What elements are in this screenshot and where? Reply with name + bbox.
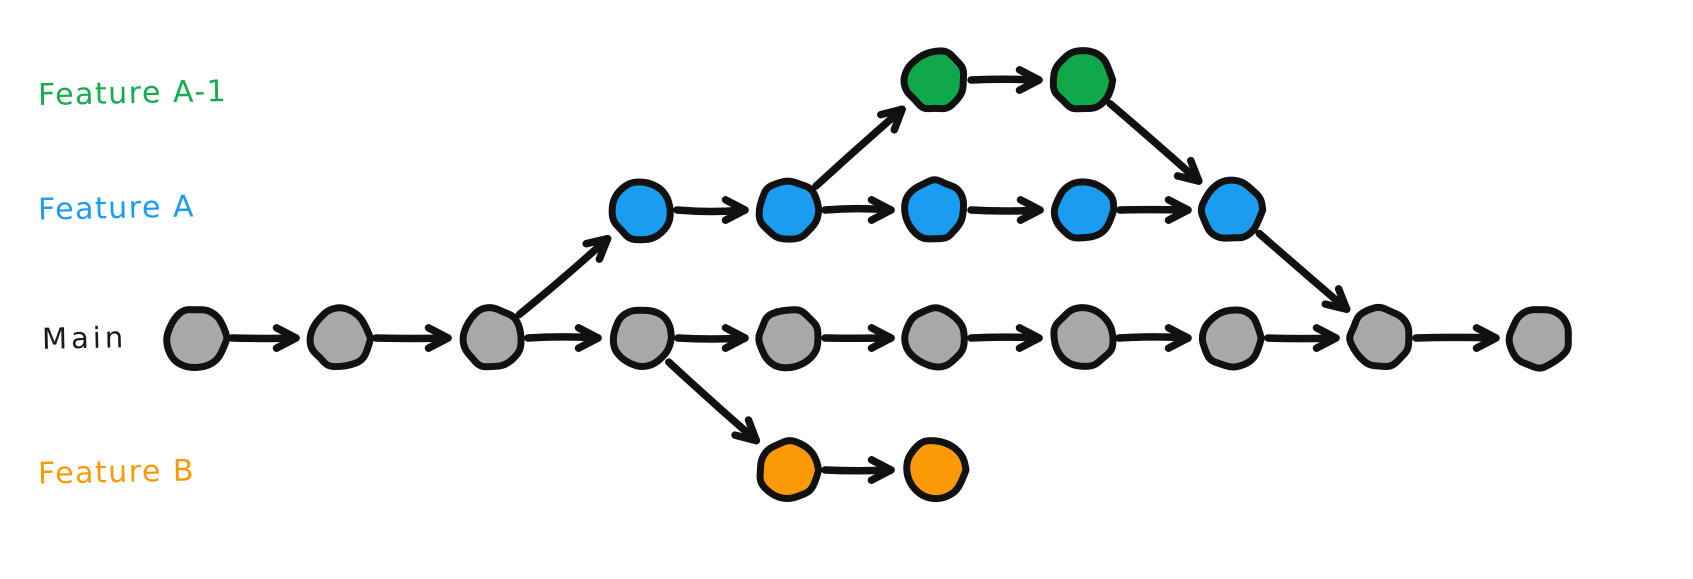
commit-node-m9[interactable] xyxy=(1346,303,1413,370)
commit-node-a2[interactable] xyxy=(755,177,823,243)
edge-m9-to-m10 xyxy=(1412,324,1500,352)
commit-node-b1[interactable] xyxy=(756,437,823,503)
edge-m5-to-m6 xyxy=(821,324,895,352)
commit-node-m8[interactable] xyxy=(1198,306,1265,371)
edge-m3-to-m4 xyxy=(524,324,602,352)
lane-label-feature-a: Feature A xyxy=(37,189,196,228)
edge-m3-to-a1 xyxy=(515,234,612,319)
edge-b1-to-b2 xyxy=(821,456,895,484)
edge-m2-to-m3 xyxy=(372,324,452,352)
commit-node-m4[interactable] xyxy=(609,306,675,370)
commit-node-a3[interactable] xyxy=(901,176,967,243)
commit-node-m2[interactable] xyxy=(306,304,375,371)
edge-a2-to-a3 xyxy=(821,196,895,224)
edges-layer xyxy=(228,66,1500,484)
commit-node-a5[interactable] xyxy=(1197,176,1267,242)
edge-m1-to-m2 xyxy=(228,324,300,352)
commit-node-b2[interactable] xyxy=(903,437,970,503)
edge-m6-to-m7 xyxy=(967,324,1043,352)
commit-node-m6[interactable] xyxy=(901,304,968,371)
edge-a2-to-g1 xyxy=(812,105,906,190)
edge-a1-to-a2 xyxy=(673,196,749,224)
commit-node-m1[interactable] xyxy=(163,306,231,371)
commit-node-g2[interactable] xyxy=(1049,47,1117,113)
commit-node-g1[interactable] xyxy=(900,47,968,113)
nodes-layer xyxy=(163,47,1572,503)
edge-a5-to-m9 xyxy=(1255,229,1351,313)
edge-m7-to-m8 xyxy=(1115,324,1192,352)
edge-a3-to-a4 xyxy=(967,196,1044,224)
edge-a4-to-a5 xyxy=(1116,196,1192,224)
edge-m4-to-b1 xyxy=(665,358,761,445)
edge-g2-to-a5 xyxy=(1106,99,1203,185)
commit-node-a4[interactable] xyxy=(1050,178,1118,242)
commit-node-m7[interactable] xyxy=(1050,304,1117,370)
commit-node-m5[interactable] xyxy=(755,306,822,372)
lane-label-feature-b: Feature B xyxy=(37,453,196,492)
commit-node-m10[interactable] xyxy=(1505,306,1572,372)
edge-m8-to-m9 xyxy=(1264,324,1340,352)
commit-node-a1[interactable] xyxy=(608,178,674,244)
lane-label-feature-a-1: Feature A-1 xyxy=(37,74,228,113)
commit-node-m3[interactable] xyxy=(459,304,525,371)
lane-label-main: Main xyxy=(41,320,128,356)
edge-m4-to-m5 xyxy=(674,324,749,352)
edge-g1-to-g2 xyxy=(967,66,1043,94)
